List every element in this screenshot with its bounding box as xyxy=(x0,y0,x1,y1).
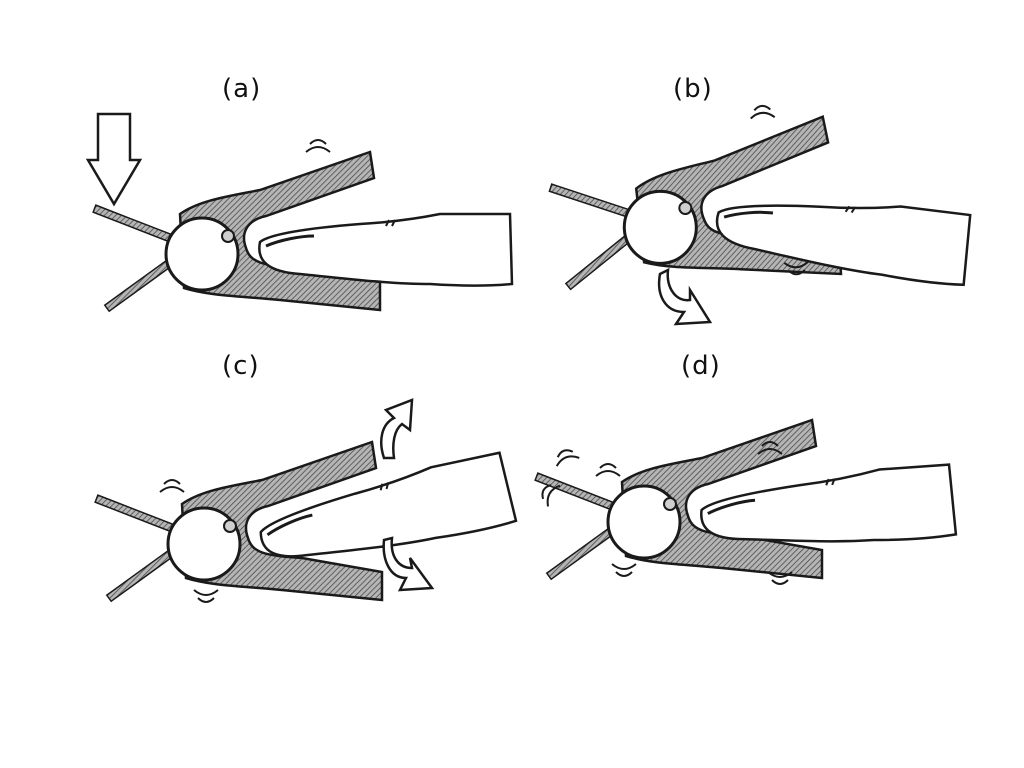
curved-up-arrow-icon xyxy=(380,398,414,460)
clip-b xyxy=(550,104,974,307)
panel-c xyxy=(100,398,518,602)
clip-a xyxy=(98,139,514,310)
panel-a xyxy=(85,112,514,310)
down-arrow-icon xyxy=(85,112,143,207)
panel-label-a: (a) xyxy=(222,74,262,104)
panel-b xyxy=(550,104,974,326)
clip-c xyxy=(100,442,518,602)
curved-down-arrow-icon xyxy=(657,267,713,326)
panel-d xyxy=(538,420,958,585)
panel-label-c: (c) xyxy=(222,351,260,381)
panel-label-d: (d) xyxy=(681,351,721,381)
curved-down-arrow-icon xyxy=(382,536,435,592)
panel-label-b: (b) xyxy=(673,74,713,104)
clip-d xyxy=(538,420,958,585)
